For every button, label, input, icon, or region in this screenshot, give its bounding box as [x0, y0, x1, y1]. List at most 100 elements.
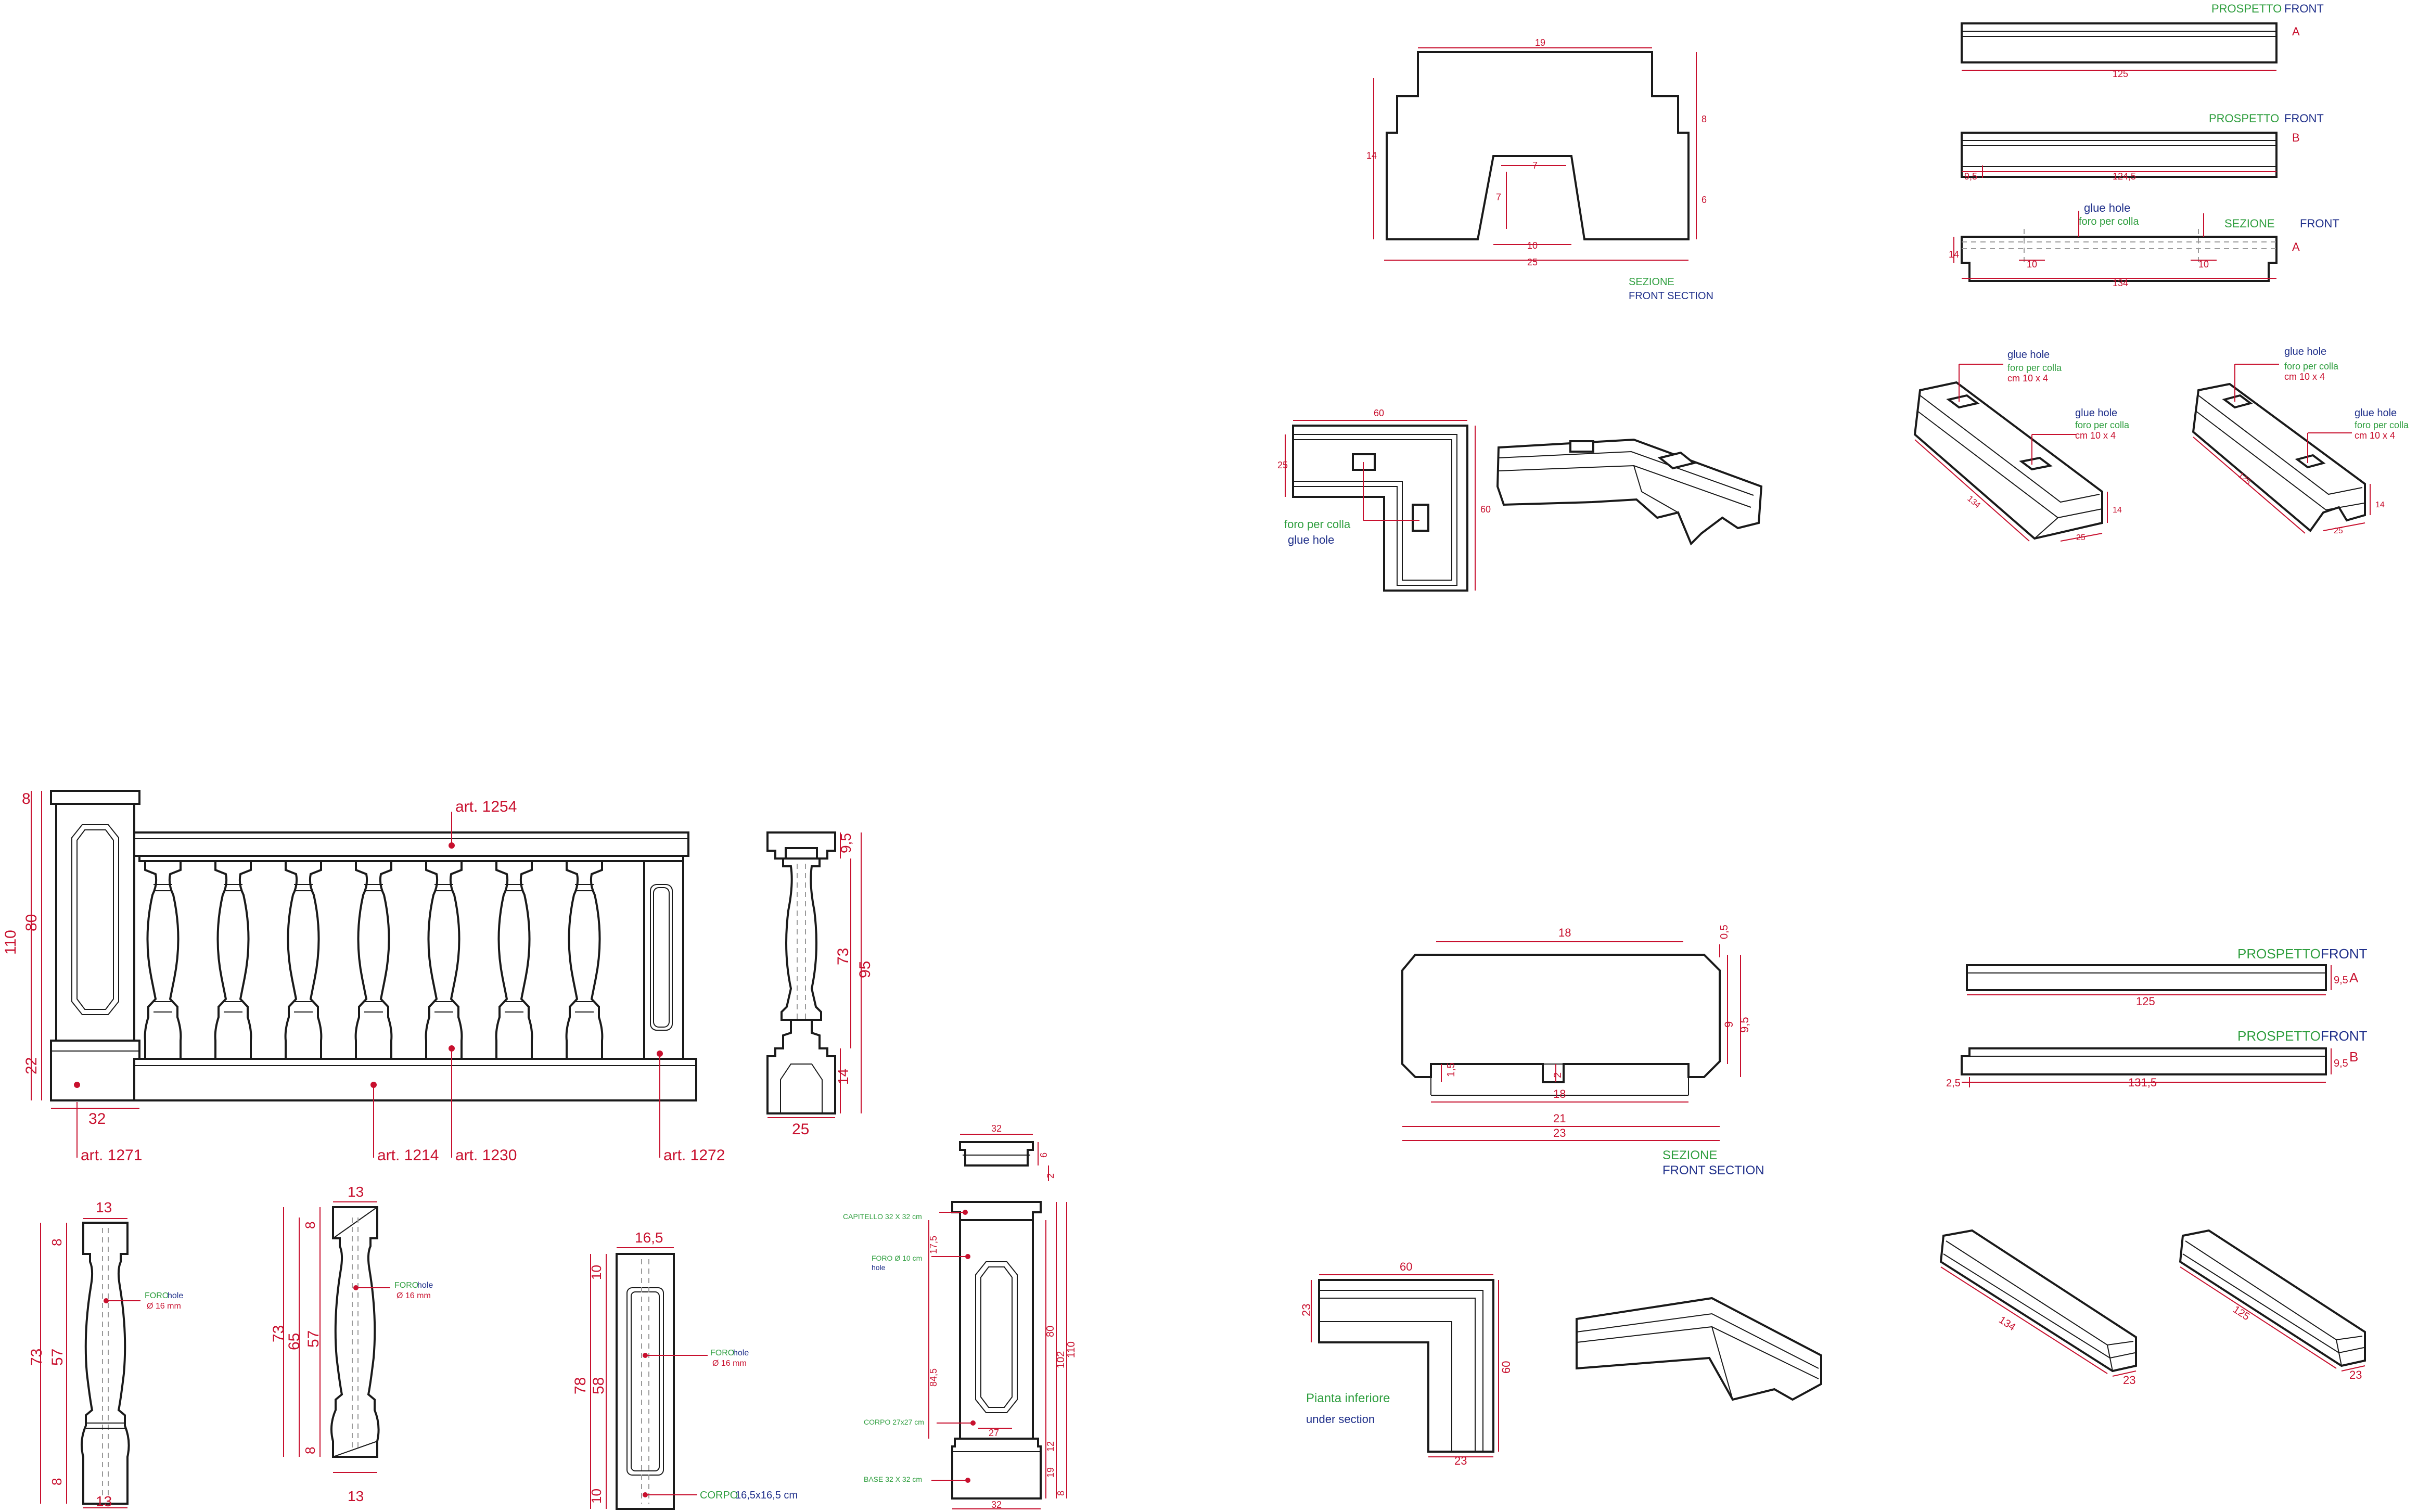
baluster-2-hole: hole: [417, 1281, 433, 1290]
cap-section-b-dim-18-bottom: 18: [1553, 1087, 1566, 1100]
flat-prospetto-a-dim-125: 125: [2136, 995, 2155, 1008]
cap-prospetto-b-dim-124-5: 124,5: [2113, 171, 2136, 182]
baluster-6: [495, 860, 533, 1060]
cap-section-b-dim-23: 23: [1553, 1126, 1566, 1139]
baluster-2-foro: FORO: [394, 1281, 418, 1290]
balustrade-dim-110: 110: [2, 930, 19, 955]
flat-prospetto-a-dim-9-5: 9,5: [2334, 975, 2348, 986]
cap-sezione-a-foro: foro per colla: [2079, 216, 2139, 227]
corner-iso-a: [1496, 438, 1763, 546]
cap-section-a-dims: [1373, 47, 1697, 261]
post-16-diameter: Ø 16 mm: [712, 1359, 747, 1368]
cap-iso-a-foro-label-2: foro per colla: [2075, 420, 2130, 430]
cap-section-a-front-section: FRONT SECTION: [1629, 290, 1713, 302]
baluster-2-dim-73: 73: [270, 1325, 287, 1342]
cap-iso-b-dim-14: 14: [2375, 501, 2385, 509]
baluster-2-dim-65: 65: [286, 1333, 303, 1350]
corner-plan-a-glue-hole-2: [1412, 504, 1429, 532]
baluster-1: [144, 860, 182, 1060]
cap-iso-a-cm-label: cm 10 x 4: [2007, 373, 2048, 383]
baluster-2-dim-8-bottom: 8: [302, 1447, 318, 1454]
cap-section-a-dim-14: 14: [1366, 150, 1377, 161]
article-1214: art. 1214: [377, 1147, 439, 1164]
corner-iso-a-glue-hole-1: [1569, 440, 1594, 453]
baluster-1-dim-73: 73: [28, 1349, 45, 1366]
cap-prospetto-a: 125 PROSPETTO FRONT A: [1961, 2, 2324, 79]
cap-prospetto-a-title: PROSPETTO: [2211, 2, 2282, 15]
pillar-detail-corpo: CORPO 27x27 cm: [864, 1418, 924, 1426]
cap-section-b-dim-1-5: 1,5: [1445, 1062, 1457, 1077]
cap-prospetto-b-marker: B: [2292, 131, 2300, 144]
flat-prospetto-b-front: FRONT: [2321, 1028, 2368, 1044]
baluster-2-diameter: Ø 16 mm: [396, 1291, 431, 1300]
flat-prospetto-b-dim-131-5: 131,5: [2128, 1076, 2157, 1089]
cap-iso-a-cm-label-2: cm 10 x 4: [2075, 430, 2116, 441]
pillar-detail-body: [959, 1219, 1034, 1440]
cap-iso-a-dim-14: 14: [2113, 506, 2122, 515]
baluster-7: [565, 860, 604, 1060]
pillar-detail-dim-2: 2: [1045, 1173, 1056, 1178]
corner-plan-b-dim-60: 60: [1400, 1260, 1412, 1273]
post-detail-16: 16,5 10 78 58 10 FORO hole Ø 16 mm CORPO…: [572, 1229, 798, 1510]
pillar-detail-hole: hole: [872, 1263, 886, 1272]
corner-iso-b: [1576, 1297, 1822, 1401]
balustrade-dim-80: 80: [23, 914, 40, 931]
cap-sezione-a-dim-10-left: 10: [2027, 259, 2037, 270]
side-section-base: [766, 1019, 836, 1114]
cap-section-a-dim-8: 8: [1701, 114, 1707, 124]
cap-section-b-dim-21: 21: [1553, 1112, 1566, 1125]
cap-sezione-a-dim-134: 134: [2113, 278, 2128, 288]
corner-plan-b-dim-23-bottom: 23: [1454, 1454, 1467, 1467]
cap-section-a-dim-6: 6: [1701, 195, 1707, 205]
cap-sezione-a-glue-hole: glue hole: [2084, 201, 2130, 214]
top-rail: [133, 831, 689, 857]
cap-iso-b-cm-label: cm 10 x 4: [2284, 371, 2325, 382]
baluster-2-dim-13-top: 13: [348, 1184, 364, 1200]
cap-iso-a-body: [1913, 381, 2103, 540]
cap-prospetto-b-title: PROSPETTO: [2209, 112, 2279, 125]
cap-section-a-profile: [1386, 51, 1690, 240]
cap-section-a: 19 14 8 6 7 7 10 25 SEZIONE FRONT SECTIO…: [1366, 37, 1713, 302]
flat-prospetto-a-front: FRONT: [2321, 946, 2368, 962]
flat-prospetto-b-dim-2-5: 2,5: [1946, 1078, 1961, 1089]
post-16-dim-58: 58: [590, 1377, 607, 1394]
baluster-4: [354, 860, 393, 1060]
pillar-detail-dim-110: 110: [1066, 1341, 1077, 1358]
flat-prospetto-b-dim-9-5: 9,5: [2334, 1058, 2348, 1069]
cap-sezione-a-title: SEZIONE: [2224, 217, 2275, 230]
article-1272: art. 1272: [663, 1147, 725, 1164]
flat-prospetto-a: 125 9,5 PROSPETTO FRONT A: [1966, 946, 2368, 1008]
pillar-detail-dim-6: 6: [1039, 1152, 1049, 1158]
pillar-detail-dim-32-top: 32: [991, 1123, 1002, 1134]
corner-plan-b-dim-23: 23: [1300, 1304, 1313, 1316]
cap-sezione-a-marker: A: [2292, 240, 2300, 253]
side-section-dim-25: 25: [792, 1121, 809, 1138]
corner-plan-a-dim-60: 60: [1374, 408, 1384, 418]
flat-iso-a-dim-23: 23: [2123, 1374, 2135, 1387]
cap-section-b: 18 0,5 9 9,5 1,5 2 18 21 23 SEZIONE FRON…: [1401, 925, 1764, 1177]
cap-sezione-a-dim-10-right: 10: [2198, 259, 2209, 270]
cap-iso-b-glue-hole-label: glue hole: [2284, 346, 2326, 357]
baluster-1-dim-8-bottom: 8: [49, 1478, 65, 1485]
cap-section-b-dim-9: 9: [1722, 1021, 1735, 1028]
pillar-detail-dim-32-bottom: 32: [991, 1500, 1002, 1510]
cap-iso-a-glue-hole-label-2: glue hole: [2075, 407, 2117, 419]
cap-iso-b-foro-label: foro per colla: [2284, 361, 2339, 371]
post-16-dim-10-bottom: 10: [588, 1489, 604, 1504]
article-1230: art. 1230: [455, 1147, 517, 1164]
pillar-base: [50, 1040, 140, 1101]
baluster-1-outline: [80, 1222, 130, 1505]
balustrade-dim-32: 32: [88, 1110, 106, 1127]
corner-plan-a-glue-hole: glue hole: [1288, 533, 1334, 546]
baluster-1-foro: FORO: [145, 1291, 169, 1300]
side-section-dim-73: 73: [835, 948, 852, 965]
balustrade-side-section: 9,5 73 95 14 25: [766, 831, 874, 1138]
baluster-5: [425, 860, 463, 1060]
cap-iso-a-foro-label: foro per colla: [2007, 363, 2062, 373]
post-16-hole: hole: [733, 1349, 749, 1357]
balusters: [144, 860, 604, 1060]
corner-plan-b: 60 23 60 23 Pianta inferiore under secti…: [1300, 1260, 1513, 1467]
baluster-1-dim-13-bottom: 13: [96, 1493, 112, 1509]
flat-iso-b: 125 23: [2179, 1229, 2366, 1381]
